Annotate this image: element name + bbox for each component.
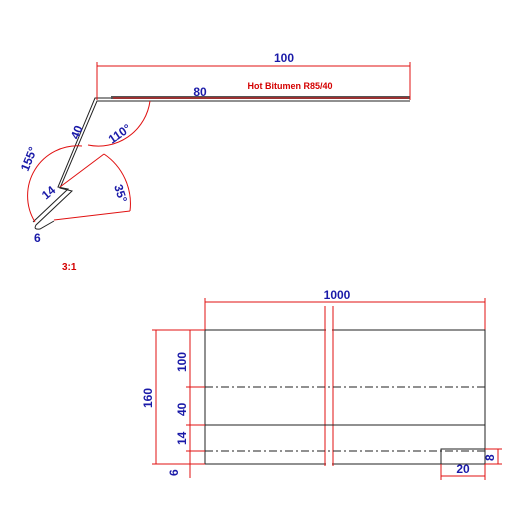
dim-width-label: 1000 <box>324 288 351 302</box>
plan-outline <box>204 329 486 465</box>
dim-6-label: 6 <box>34 231 41 245</box>
dim-total-label: 160 <box>141 388 155 408</box>
notch-width-label: 20 <box>456 462 470 476</box>
notch-height-label: 8 <box>483 454 497 461</box>
plan-view: 1000 160 100 40 14 6 20 <box>141 288 502 480</box>
seg-100-label: 100 <box>175 352 189 372</box>
scale-label: 3:1 <box>62 262 77 273</box>
dim-40-label: 40 <box>68 123 86 141</box>
profile-outline-inner <box>32 97 410 223</box>
seg-6-label: 6 <box>167 469 181 476</box>
profile-outline <box>34 100 410 230</box>
profile-view: 100 80 Hot Bitumen R85/40 110° 155° 35° … <box>18 51 411 273</box>
notch <box>440 448 485 464</box>
seg-14-label: 14 <box>175 431 189 445</box>
dim-inner-label: 80 <box>193 85 207 99</box>
angle-155-label: 155° <box>18 145 40 173</box>
seg-40-label: 40 <box>175 402 189 416</box>
angle-35-label: 35° <box>111 183 130 205</box>
angle-110-label: 110° <box>106 121 134 146</box>
material-label: Hot Bitumen R85/40 <box>247 81 332 91</box>
dim-14-label: 14 <box>39 183 58 203</box>
dim-top-label: 100 <box>274 51 294 65</box>
